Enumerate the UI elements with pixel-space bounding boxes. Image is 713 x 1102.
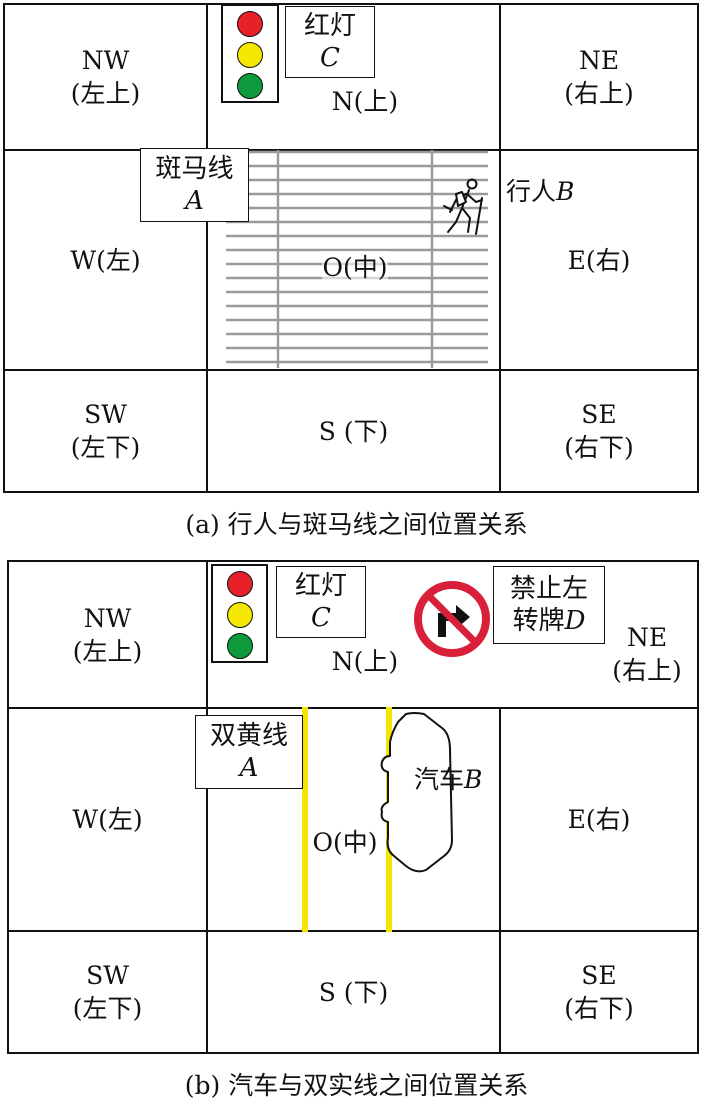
panel-b-hline-bottom <box>7 930 699 932</box>
panel-b-vline-left <box>206 560 208 1054</box>
panel-b-cell-w: W(左) <box>9 709 206 930</box>
panel-a-cell-s: S (下) <box>208 371 499 491</box>
cell-nw-code: NW <box>81 46 130 75</box>
cell-w-label: W(左) <box>72 805 143 834</box>
light-label-c: 红灯 C <box>276 566 366 638</box>
car-label-name: 汽车 <box>414 765 465 794</box>
panel-a-cell-w: W(左) <box>5 151 206 369</box>
cell-w-label: W(左) <box>70 245 141 275</box>
panel-a-cell-se: SE (右下) <box>501 371 697 491</box>
pedestrian-icon <box>443 178 483 235</box>
panel-b-grid <box>7 560 699 1054</box>
cell-se-code: SE <box>581 961 617 990</box>
panel-a-cell-n: N(上) <box>290 78 440 124</box>
traffic-light-icon <box>211 564 268 663</box>
red-bulb-icon <box>237 11 263 37</box>
panel-a-cell-sw: SW (左下) <box>5 371 206 491</box>
cell-s-label: S (下) <box>318 977 389 1007</box>
panel-a-cell-nw: NW (左上) <box>5 5 206 149</box>
caption-a: (a) 行人与斑马线之间位置关系 <box>185 510 528 539</box>
panel-b-cell-e: E(右) <box>501 709 697 930</box>
panel-a-cell-ne: NE (右上) <box>501 5 697 149</box>
cell-ne-code: NE <box>626 623 668 652</box>
cell-sw-cn: (左下) <box>72 994 143 1023</box>
car-label-letter: B <box>464 765 483 794</box>
panel-a: NW (左上) N(上) NE (右上) W(左) O(中) E(右) SW (… <box>0 0 713 545</box>
sign-label-line1: 禁止左 <box>509 573 588 604</box>
caption-b: (b) 汽车与双实线之间位置关系 <box>184 1071 529 1100</box>
cell-n-label: N(上) <box>331 86 399 116</box>
pedestrian-label-name: 行人 <box>506 177 557 206</box>
cell-e-label: E(右) <box>567 805 631 834</box>
panel-b-cell-n: N(上) <box>290 638 440 684</box>
light-label-name: 红灯 <box>303 10 356 41</box>
panel-a-cell-o: O(中) <box>300 245 410 289</box>
pedestrian-label-b: 行人B <box>506 172 574 208</box>
panel-a-grid <box>3 3 699 493</box>
cell-s-label: S (下) <box>318 416 389 446</box>
crosswalk-label-name: 斑马线 <box>155 153 234 184</box>
panel-b-cell-nw: NW (左上) <box>9 562 206 707</box>
panel-a-hline-bottom <box>3 369 699 371</box>
panel-b-cell-sw: SW (左下) <box>9 932 206 1052</box>
car-icon <box>380 712 453 873</box>
cell-ne-cn: (右上) <box>612 656 682 685</box>
panel-b-cell-se: SE (右下) <box>501 932 697 1052</box>
light-label-letter: C <box>311 603 331 633</box>
sign-label-letter: D <box>564 606 586 636</box>
light-label-name: 红灯 <box>294 570 347 601</box>
sign-label-line2-wrap: 转牌D <box>513 605 586 638</box>
light-label-letter: C <box>320 43 340 73</box>
panel-a-hline-top <box>3 149 699 151</box>
traffic-light-icon <box>221 4 279 103</box>
panel-a-vline-left <box>206 3 208 493</box>
panel-b-cell-o: O(中) <box>304 822 386 862</box>
cell-se-code: SE <box>581 400 617 429</box>
cell-o-label: O(中) <box>312 825 378 859</box>
line-label-letter: A <box>239 753 259 783</box>
cell-n-label: N(上) <box>331 646 399 676</box>
sign-label-d: 禁止左 转牌D <box>493 566 605 644</box>
crosswalk-label-a: 斑马线 A <box>140 148 249 222</box>
cell-nw-cn: (左上) <box>70 79 141 108</box>
sign-label-line2: 转牌 <box>512 606 565 636</box>
line-label-a: 双黄线 A <box>195 715 303 789</box>
panel-b-vline-right <box>499 708 501 1054</box>
yellow-bulb-icon <box>237 42 263 68</box>
double-yellow-line-left <box>302 707 308 932</box>
panel-b-cell-ne: NE (右上) <box>597 614 697 694</box>
cell-se-cn: (右下) <box>564 433 634 462</box>
panel-b-cell-s: S (下) <box>208 932 499 1052</box>
yellow-bulb-icon <box>227 602 253 628</box>
cell-sw-code: SW <box>84 400 127 429</box>
pedestrian-label-letter: B <box>556 177 575 206</box>
red-bulb-icon <box>227 571 253 597</box>
cell-nw-code: NW <box>83 603 132 633</box>
crosswalk-label-letter: A <box>185 186 204 216</box>
cell-nw-cn: (左上) <box>72 636 143 666</box>
green-bulb-icon <box>237 73 263 99</box>
no-left-turn-sign-icon <box>414 581 490 657</box>
car-label-b: 汽车B <box>414 760 482 796</box>
cell-o-label: O(中) <box>322 250 388 284</box>
cell-e-label: E(右) <box>567 245 631 275</box>
green-bulb-icon <box>227 633 253 659</box>
cell-sw-cn: (左下) <box>70 433 141 462</box>
light-label-c: 红灯 C <box>285 6 375 78</box>
panel-b-hline-top <box>7 707 699 709</box>
panel-a-vline-right <box>499 3 501 493</box>
line-label-name: 双黄线 <box>209 720 288 751</box>
cell-ne-code: NE <box>578 46 620 75</box>
cell-sw-code: SW <box>86 961 129 990</box>
panel-a-cell-e: E(右) <box>501 151 697 369</box>
cell-ne-cn: (右上) <box>564 79 634 108</box>
cell-se-cn: (右下) <box>564 994 634 1023</box>
